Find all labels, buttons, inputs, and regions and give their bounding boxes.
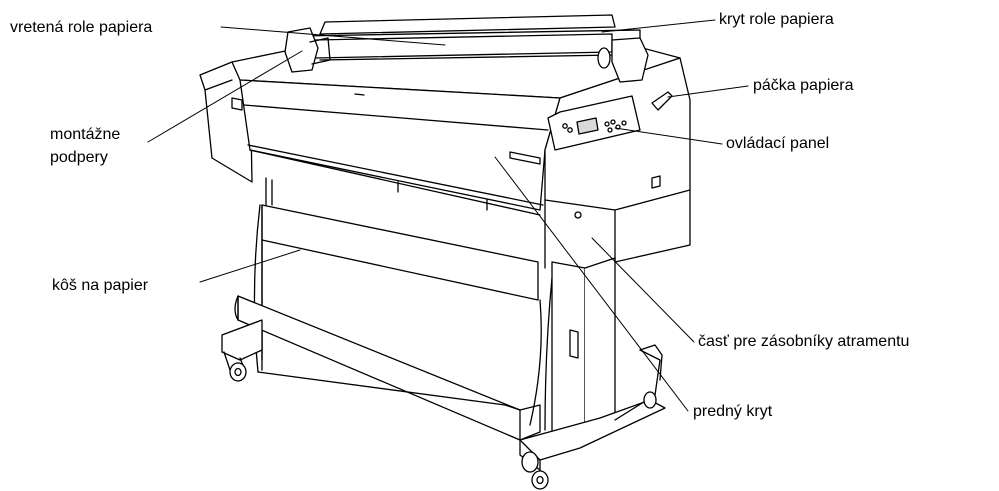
leader-supports — [147, 50, 303, 143]
label-basket: kôš na papier — [52, 277, 149, 294]
label-roll-cover: kryt role papiera — [719, 11, 834, 28]
leader-roll-cover — [601, 19, 716, 33]
label-supports-line2: podpery — [50, 149, 108, 166]
left-stand — [221, 177, 273, 382]
leader-control-panel — [614, 127, 723, 145]
label-ink-compartment: časť pre zásobníky atramentu — [698, 333, 910, 350]
leader-spindle — [220, 26, 446, 46]
leader-basket — [199, 249, 301, 283]
roll-paper-unit — [284, 14, 649, 83]
leader-front-cover — [494, 156, 689, 412]
label-spindle: vretená role papiera — [10, 19, 153, 36]
paper-basket — [234, 204, 553, 441]
leader-paper-lever — [667, 85, 749, 98]
control-panel-illustration — [562, 117, 627, 135]
label-front-cover: predný kryt — [693, 403, 773, 420]
label-supports-line1: montážne — [50, 126, 121, 143]
leader-ink-compartment — [591, 237, 695, 343]
label-paper-lever: páčka papiera — [753, 77, 854, 94]
right-stand — [519, 257, 666, 490]
leader-lines — [147, 19, 749, 412]
label-control-panel: ovládací panel — [726, 135, 830, 152]
